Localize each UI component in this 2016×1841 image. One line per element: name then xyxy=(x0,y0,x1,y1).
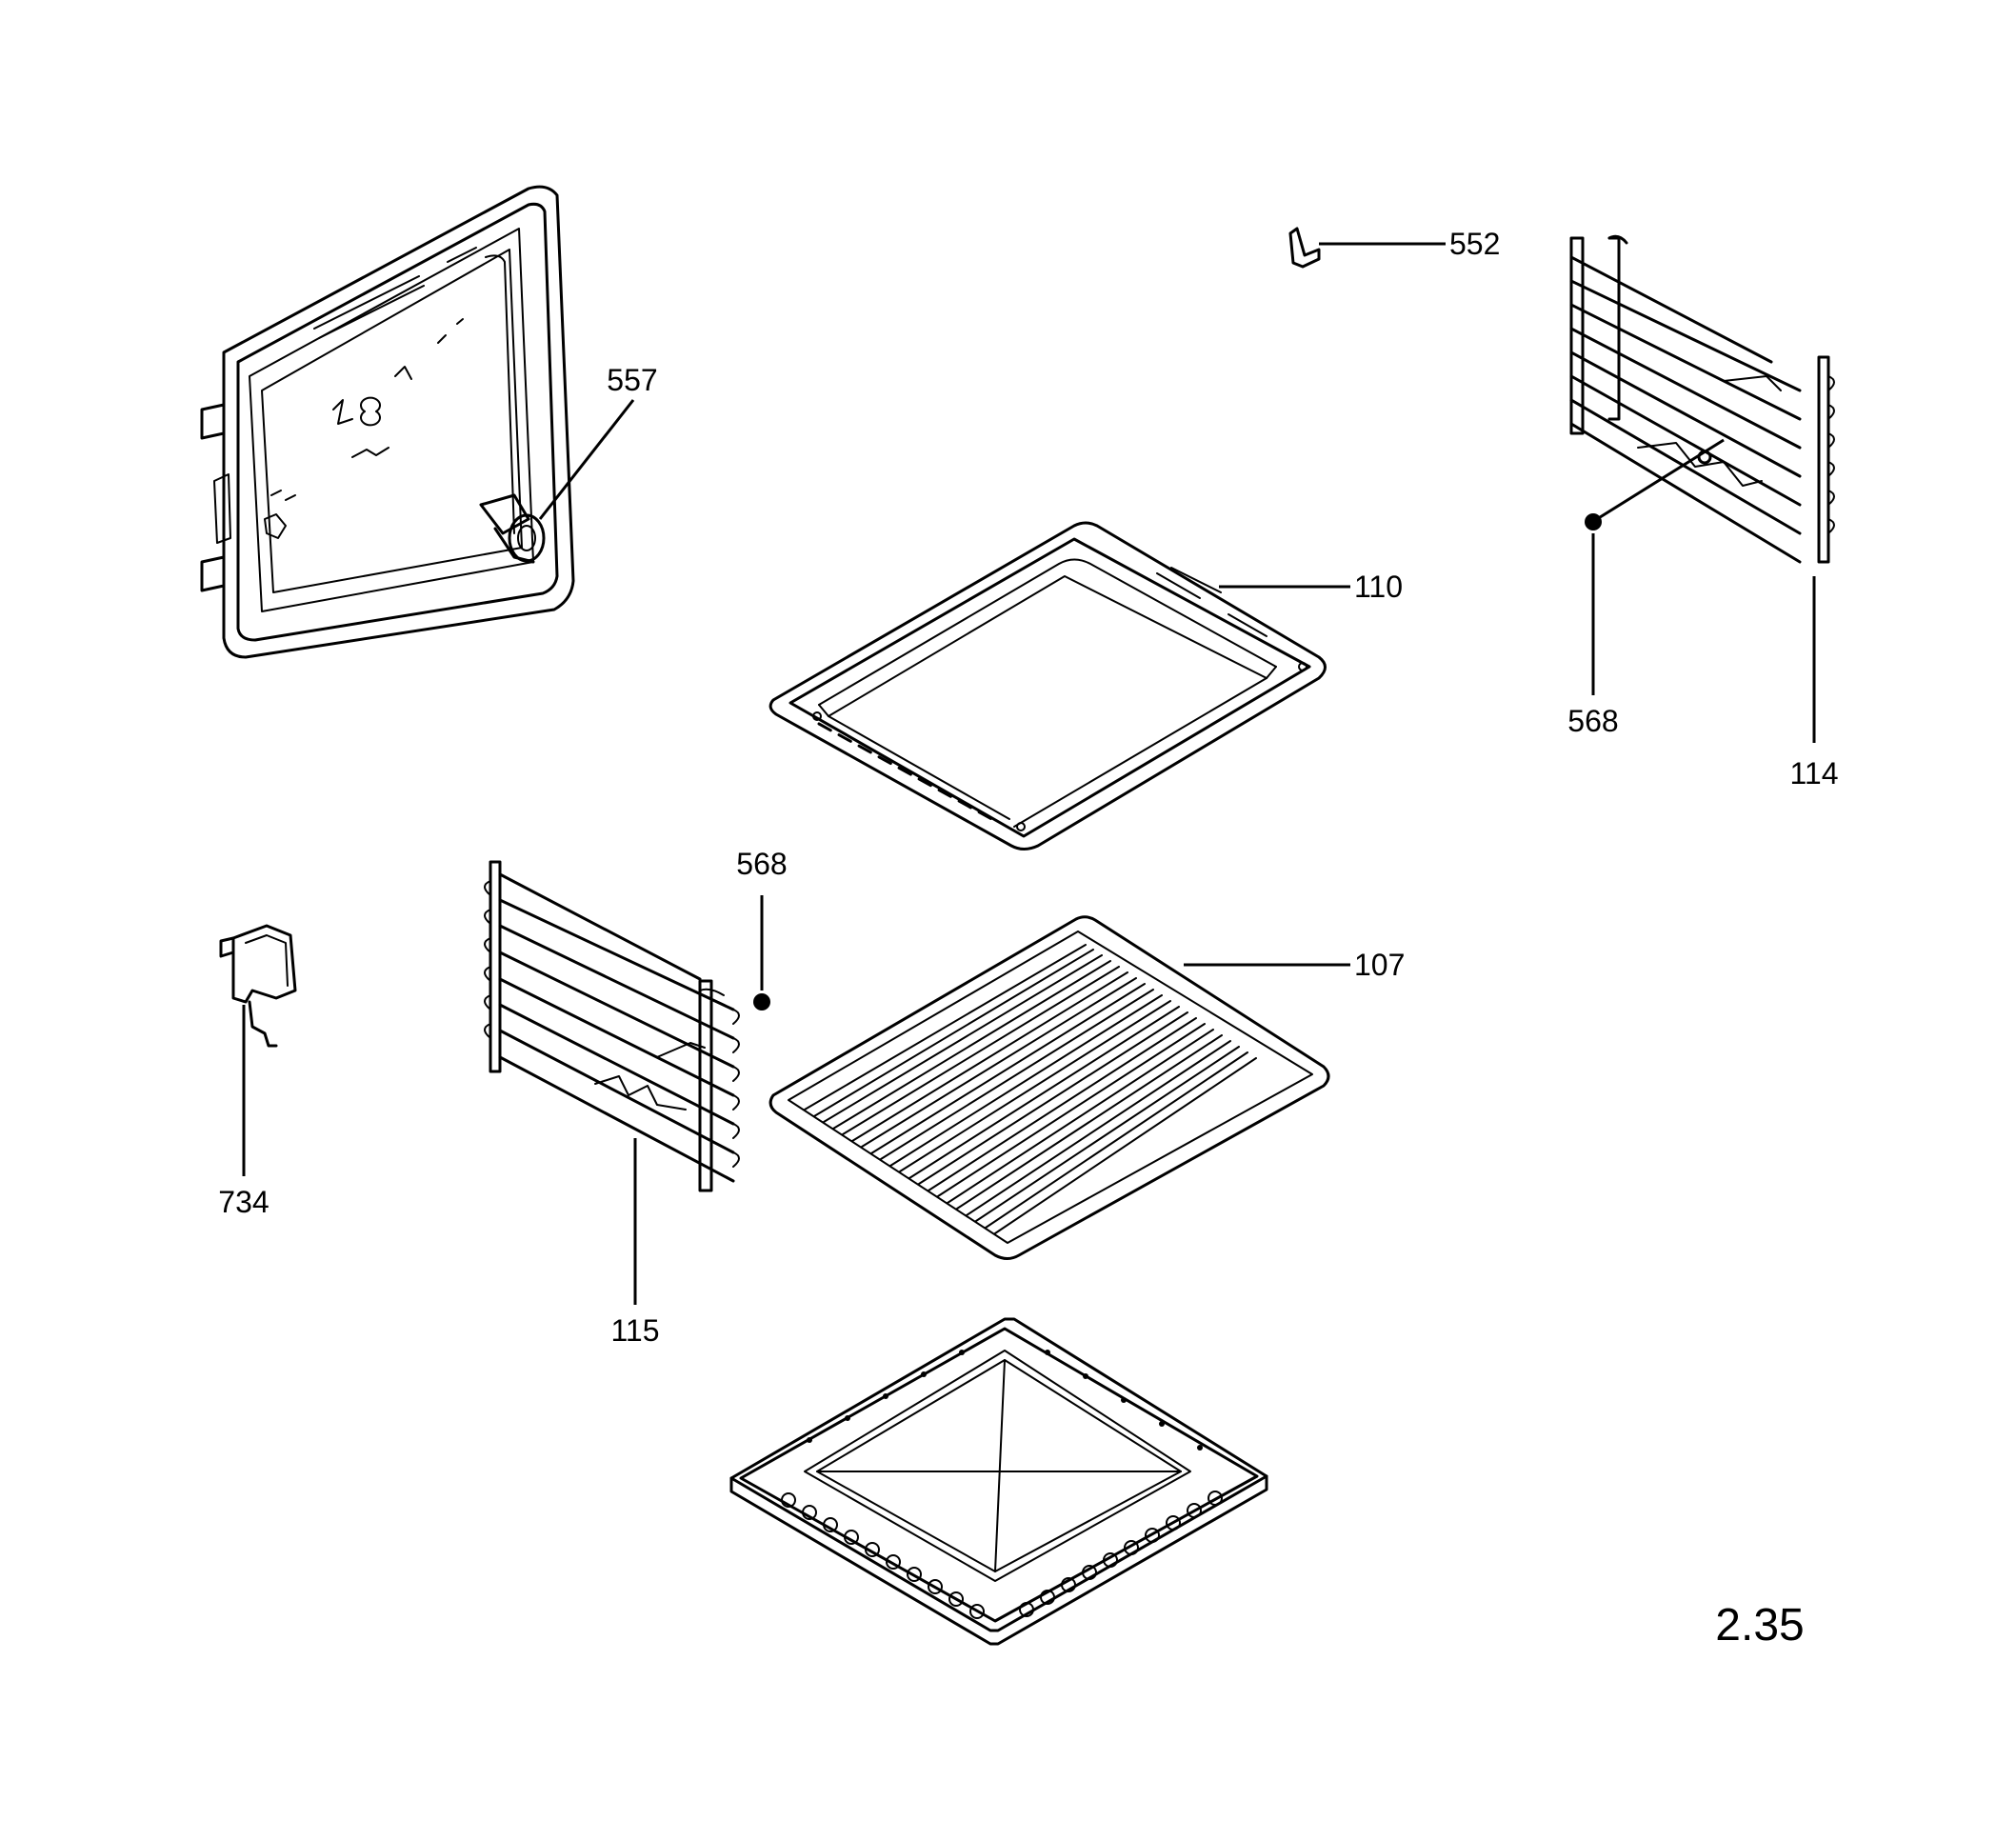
side-rack-support-right xyxy=(1569,234,1835,564)
pan-110 xyxy=(768,521,1327,850)
bottom-tray xyxy=(729,1317,1268,1646)
callout-734: 734 xyxy=(218,1185,269,1219)
callout-568-right: 568 xyxy=(1567,704,1618,738)
fastener-568-right xyxy=(1585,513,1602,530)
callout-568-left: 568 xyxy=(736,847,787,881)
callout-552: 552 xyxy=(1449,227,1500,261)
callout-110: 110 xyxy=(1354,570,1403,604)
page-number: 2.35 xyxy=(1715,1600,1804,1651)
callout-115: 115 xyxy=(610,1313,659,1348)
fastener-568-left xyxy=(753,993,770,1011)
side-rack-support-left xyxy=(484,860,740,1192)
wire-rack-107 xyxy=(768,915,1330,1260)
callout-557: 557 xyxy=(607,363,657,397)
oven-door-panel xyxy=(200,185,575,659)
clip-552 xyxy=(1288,227,1321,269)
callout-114: 114 xyxy=(1789,756,1838,790)
switch-734 xyxy=(219,924,297,1048)
callout-107: 107 xyxy=(1354,948,1405,982)
